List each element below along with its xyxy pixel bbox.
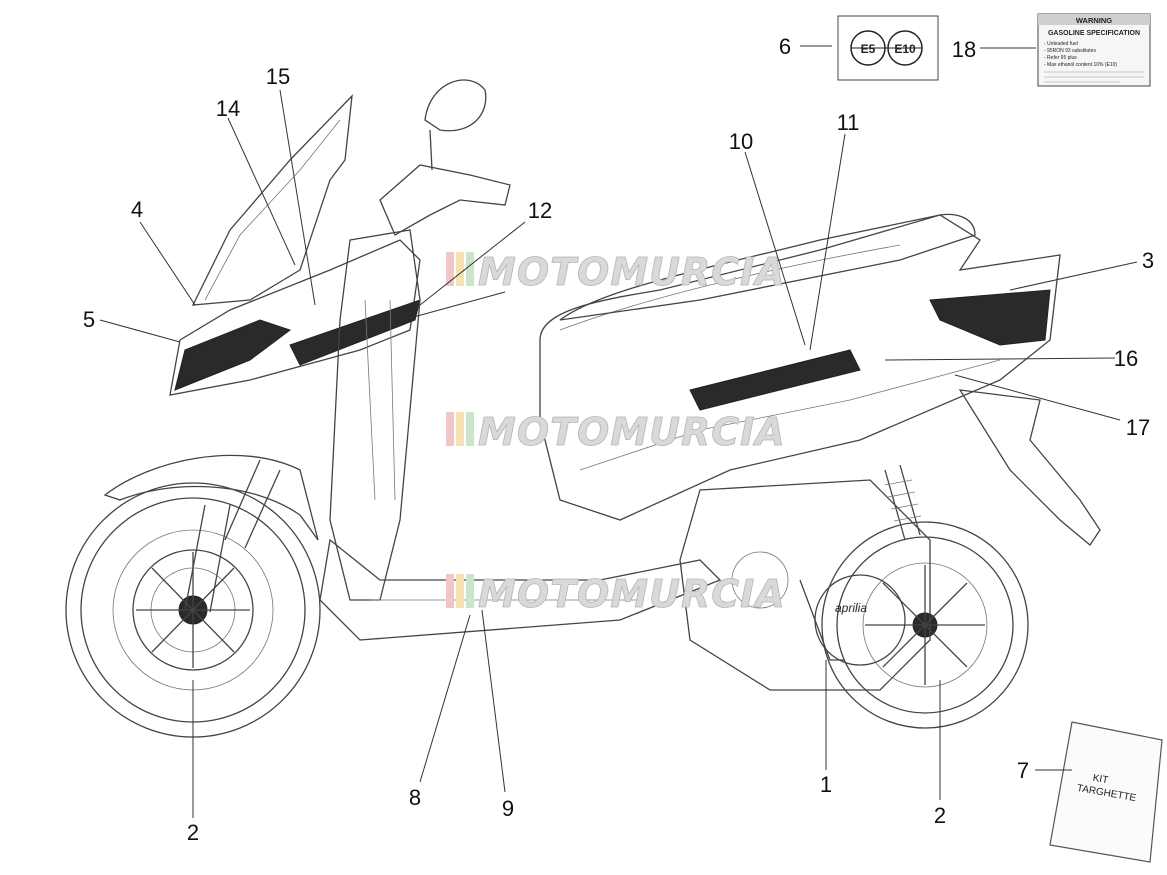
watermark-text: MOTOMURCIA [478, 250, 786, 294]
callout-17: 17 [1126, 415, 1150, 440]
callout-6: 6 [779, 34, 791, 59]
spec-line-4: - Max ethanol content 10% (E10) [1044, 62, 1117, 68]
callout-1: 1 [820, 772, 832, 797]
spec-heading: GASOLINE SPECIFICATION [1048, 30, 1140, 37]
callout-2-front: 2 [187, 820, 199, 845]
fuel-spec-label: WARNING GASOLINE SPECIFICATION - Unleade… [1037, 13, 1151, 87]
callout-4: 4 [131, 197, 143, 222]
warning-title: WARNING [1076, 16, 1112, 25]
watermark-top: MOTOMURCIA [446, 250, 786, 294]
callout-12: 12 [528, 198, 552, 223]
brand-decal: aprilia [835, 601, 867, 615]
watermark-text: MOTOMURCIA [478, 410, 786, 454]
callout-9: 9 [502, 796, 514, 821]
callout-11: 11 [837, 110, 860, 135]
scooter-body: aprilia [65, 79, 1101, 738]
callout-numbers: 15 14 4 5 12 10 11 3 16 17 6 18 7 2 2 1 … [83, 34, 1154, 845]
kit-line-1: KIT [1092, 773, 1109, 787]
watermark-text: MOTOMURCIA [478, 572, 786, 616]
badge-e10: E10 [894, 42, 916, 56]
callout-7: 7 [1017, 758, 1029, 783]
callout-2-rear: 2 [934, 803, 946, 828]
callout-16: 16 [1114, 346, 1138, 371]
kit-targhette-envelope: KIT TARGHETTE [1049, 721, 1163, 863]
callout-18: 18 [952, 37, 976, 62]
spec-line-2: - 95RON 93 substitutes [1044, 48, 1096, 54]
callout-10: 10 [729, 129, 753, 154]
spec-line-3: - Refer 95 plus [1044, 55, 1077, 61]
callout-8: 8 [409, 785, 421, 810]
badge-e5: E5 [861, 42, 876, 56]
leader-lines [99, 45, 1138, 818]
spec-line-1: - Unleaded fuel [1044, 41, 1078, 47]
callout-5: 5 [83, 307, 95, 332]
callout-3: 3 [1142, 248, 1154, 273]
fuel-label-e5-e10: E5 E10 [837, 15, 939, 81]
watermark-bottom: MOTOMURCIA [446, 572, 786, 616]
callout-14: 14 [216, 96, 240, 121]
watermark-middle: MOTOMURCIA [446, 410, 786, 454]
rear-wheel [821, 521, 1029, 729]
callout-15: 15 [266, 64, 290, 89]
watermarks: MOTOMURCIA MOTOMURCIA MOTOMURCIA [446, 250, 786, 616]
